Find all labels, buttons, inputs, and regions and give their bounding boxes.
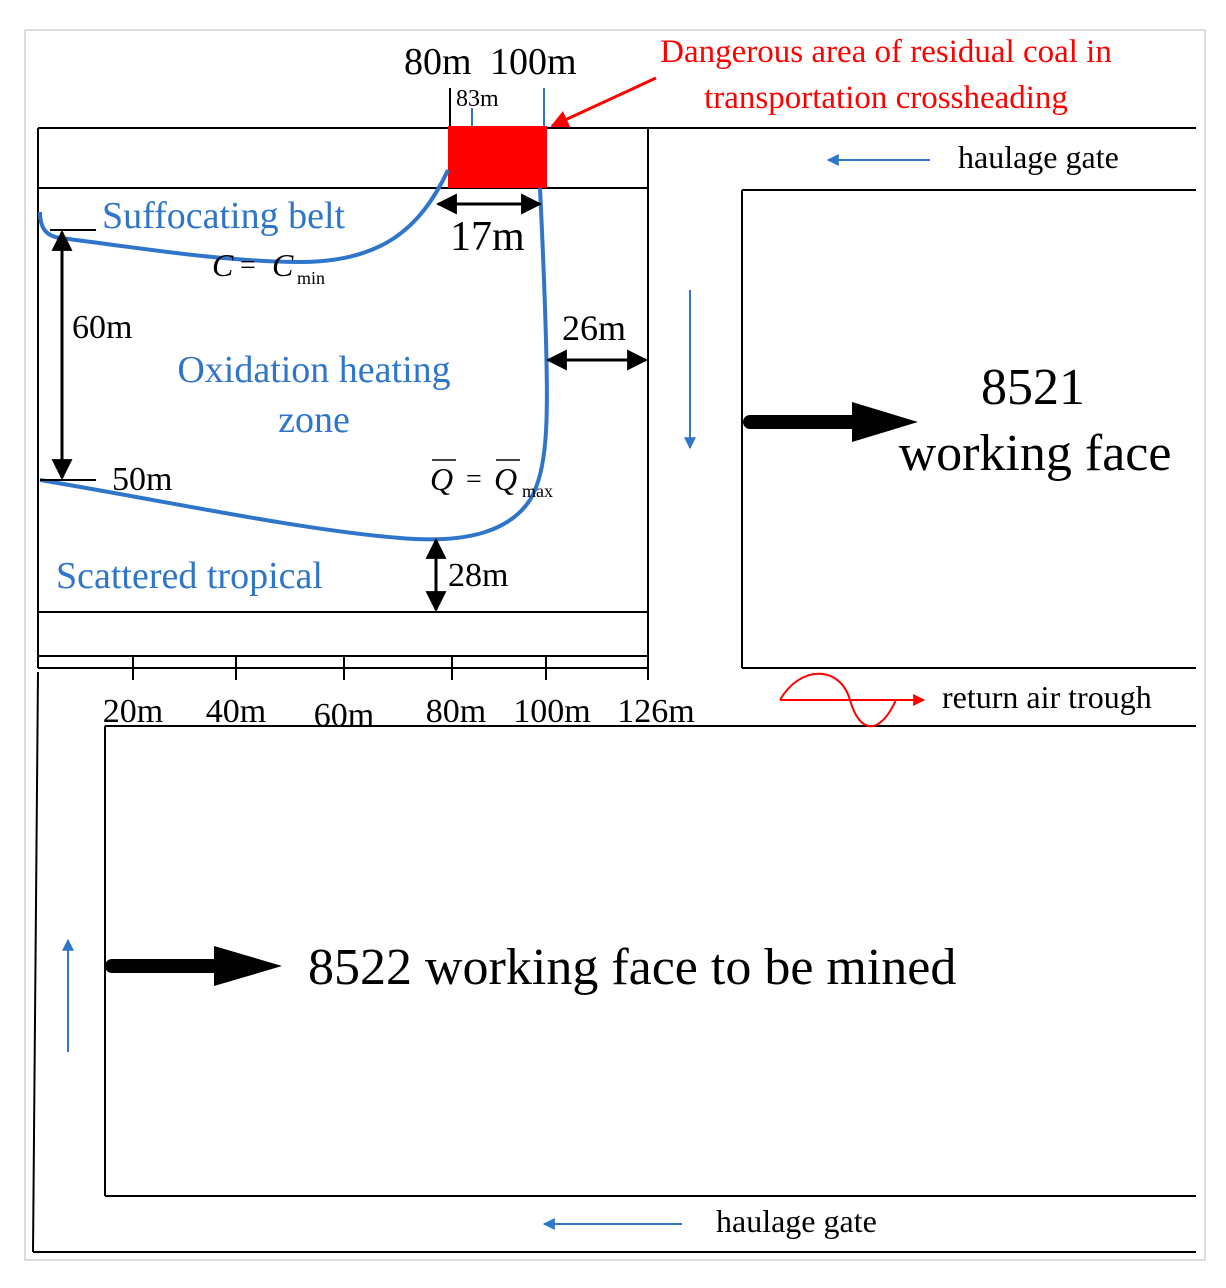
formula-q-sub: max [522, 481, 553, 501]
formula-q-var: Q [430, 461, 453, 497]
formula-c-sub: min [297, 268, 325, 288]
formula-c-cmin: C [272, 247, 294, 283]
formula-c-min: C = C min [212, 247, 325, 288]
haulage-gate-top-label: haulage gate [958, 139, 1119, 175]
dimension-26m-label: 26m [562, 308, 626, 348]
return-air-label: return air trough [942, 679, 1152, 715]
top-markers: 80m 100m 83m [404, 41, 577, 128]
working-face-8521-label: working face [899, 425, 1172, 482]
outer-frame [24, 29, 1206, 1261]
working-face-8522-label: 8522 working face to be mined [308, 939, 956, 996]
advance-arrow-8522 [105, 946, 282, 986]
top-label-80m: 80m [404, 41, 472, 83]
working-face-8522-box [32, 671, 1196, 1253]
return-air-symbol [779, 672, 926, 728]
formula-q-eq: = [466, 464, 482, 495]
formula-c-eq: = [240, 250, 256, 281]
working-face-8521-box [741, 189, 1196, 669]
oxidation-zone-label-line1: Oxidation heating [177, 349, 450, 391]
formula-q-qmax: Q [494, 461, 517, 497]
danger-arrow [550, 76, 657, 128]
oxidation-zone-boundary-curve [39, 187, 549, 542]
axis-tick-label: 100m [513, 693, 590, 730]
haulage-gate-bottom-label: haulage gate [716, 1203, 877, 1239]
axis-tick-label: 126m [617, 693, 694, 730]
axis-tick-label: 60m [314, 697, 374, 734]
advance-arrow-8521 [743, 402, 918, 442]
top-label-100m: 100m [490, 41, 577, 83]
oxidation-zone-label-line2: zone [278, 399, 350, 441]
formula-q-max: Q = Q max [430, 459, 553, 501]
working-face-8521-number: 8521 [981, 359, 1085, 416]
axis-tick-labels: 20m 40m 60m 80m 100m 126m [103, 693, 695, 734]
formula-c-var: C [212, 247, 234, 283]
dimension-60m-label: 60m [72, 309, 132, 346]
dimension-17m-label: 17m [450, 214, 525, 260]
dimension-50m-label: 50m [112, 461, 172, 498]
danger-label-line2: transportation crossheading [704, 80, 1068, 116]
danger-label-line1: Dangerous area of residual coal in [660, 34, 1112, 70]
suffocating-belt-label: Suffocating belt [102, 195, 346, 237]
dimension-28m-label: 28m [448, 557, 508, 594]
scattered-tropical-label: Scattered tropical [56, 555, 323, 597]
top-label-83m: 83m [456, 86, 499, 112]
axis-tick-label: 20m [103, 693, 163, 730]
axis-tick-marks [132, 656, 649, 680]
axis-tick-label: 80m [426, 693, 486, 730]
axis-tick-label: 40m [206, 693, 266, 730]
danger-area [448, 126, 547, 188]
